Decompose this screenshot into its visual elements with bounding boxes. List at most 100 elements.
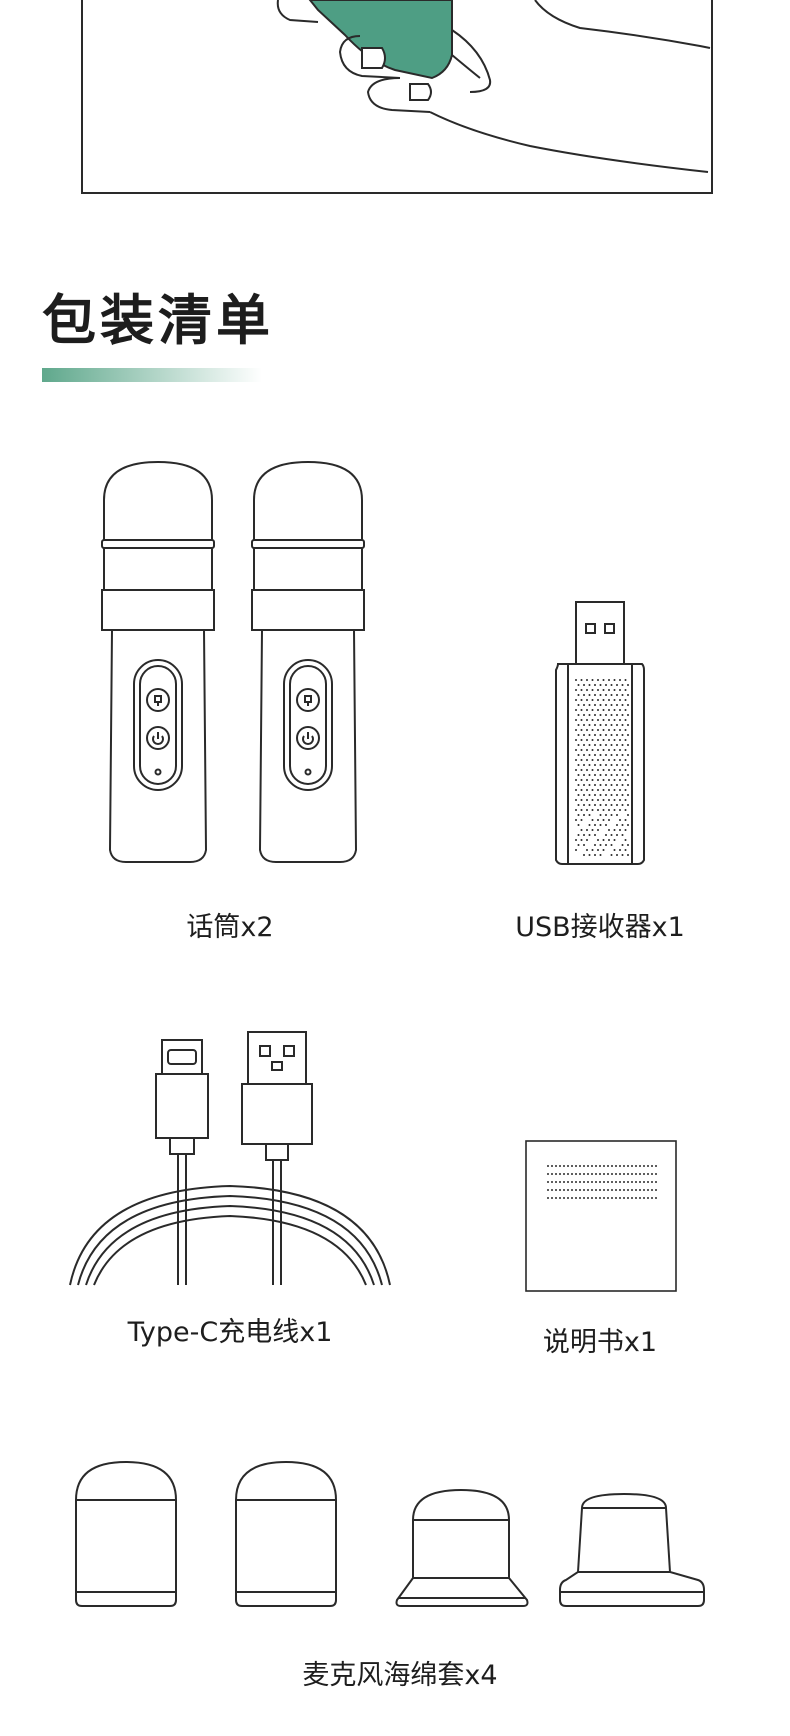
grille-dot xyxy=(597,719,599,721)
grille-dot xyxy=(610,804,613,806)
grille-dot xyxy=(627,724,629,726)
grille-dot xyxy=(591,699,594,701)
manual-icon xyxy=(525,1140,677,1292)
grille-dot xyxy=(599,814,602,816)
grille-dot xyxy=(591,809,594,811)
grille-dot xyxy=(588,854,591,856)
grille-dot xyxy=(588,714,591,716)
grille-dot xyxy=(624,809,627,811)
grille-dot xyxy=(577,754,580,756)
grille-dot xyxy=(588,814,591,816)
grille-dot xyxy=(586,749,588,751)
grille-dot xyxy=(610,744,613,746)
grille-dot xyxy=(588,774,591,776)
grille-dot xyxy=(624,729,627,731)
grille-dot xyxy=(616,694,618,696)
grille-dot xyxy=(624,709,627,711)
grille-dot xyxy=(627,824,629,826)
grille-dot xyxy=(577,764,580,766)
grille-dot xyxy=(619,799,621,801)
grille-dot xyxy=(619,779,621,781)
grille-dot xyxy=(602,739,605,741)
grille-dot xyxy=(594,704,596,706)
grille-dot xyxy=(608,799,610,801)
grille-dot xyxy=(599,844,602,846)
grille-dot xyxy=(608,729,610,731)
grille-dot xyxy=(583,704,585,706)
grille-dot xyxy=(602,819,605,821)
grille-dot xyxy=(580,689,583,691)
grille-dot xyxy=(580,839,583,841)
grille-dot xyxy=(577,794,580,796)
grille-dot xyxy=(599,734,602,736)
grille-dot xyxy=(627,774,629,776)
grille-dot xyxy=(616,784,618,786)
usb-receiver-icon xyxy=(550,600,650,870)
grille-dot xyxy=(613,729,616,731)
grille-dot xyxy=(594,764,596,766)
grille-dot xyxy=(599,784,602,786)
grille-dot xyxy=(586,729,588,731)
grille-dot xyxy=(627,694,629,696)
grille-dot xyxy=(580,829,583,831)
grille-dot xyxy=(619,699,621,701)
grille-dot xyxy=(624,839,627,841)
grille-dot xyxy=(624,749,627,751)
grille-dot xyxy=(605,744,607,746)
grille-dot xyxy=(575,839,577,841)
grille-dot xyxy=(591,849,594,851)
grille-dot xyxy=(575,729,577,731)
grille-dot xyxy=(597,759,599,761)
grille-dot xyxy=(591,719,594,721)
grille-dot xyxy=(580,719,583,721)
grille-dot xyxy=(627,814,629,816)
grille-dot xyxy=(575,719,577,721)
grille-dot xyxy=(586,789,588,791)
grille-dot xyxy=(575,789,577,791)
grille-dot xyxy=(619,689,621,691)
grille-dot xyxy=(597,809,599,811)
grille-dot xyxy=(619,759,621,761)
grille-dot xyxy=(610,784,613,786)
grille-dot xyxy=(580,779,583,781)
grille-dot xyxy=(610,834,613,836)
grille-dot xyxy=(624,799,627,801)
grille-dot xyxy=(613,679,616,681)
grille-dot xyxy=(624,739,627,741)
grille-dot xyxy=(616,834,618,836)
grille-dot xyxy=(621,724,624,726)
title-accent-bar xyxy=(42,368,262,382)
grille-dot xyxy=(610,714,613,716)
grille-dot xyxy=(586,799,588,801)
grille-dot xyxy=(610,694,613,696)
grille-dot xyxy=(624,779,627,781)
grille-dot xyxy=(605,704,607,706)
item-foam-covers: 麦克风海绵套x4 xyxy=(70,1460,730,1720)
grille-dot xyxy=(586,829,588,831)
grille-dot xyxy=(613,769,616,771)
grille-dot xyxy=(575,709,577,711)
grille-dot xyxy=(577,694,580,696)
grille-dot xyxy=(627,804,629,806)
grille-dot xyxy=(591,759,594,761)
grille-dot xyxy=(619,829,621,831)
grille-dot xyxy=(613,799,616,801)
grille-dot xyxy=(588,704,591,706)
grille-dot xyxy=(621,794,624,796)
grille-dot xyxy=(583,834,585,836)
grille-dot xyxy=(580,749,583,751)
grille-dot xyxy=(621,704,624,706)
grille-dot xyxy=(616,764,618,766)
grille-dot xyxy=(575,819,577,821)
grille-dot xyxy=(621,694,624,696)
grille-dot xyxy=(591,789,594,791)
grille-dot xyxy=(580,699,583,701)
grille-dot xyxy=(624,819,627,821)
grille-dot xyxy=(621,734,624,736)
grille-dot xyxy=(605,794,607,796)
grille-dot xyxy=(583,684,585,686)
grille-dot xyxy=(608,709,610,711)
grille-dot xyxy=(588,784,591,786)
grille-dot xyxy=(591,739,594,741)
grille-dot xyxy=(619,739,621,741)
